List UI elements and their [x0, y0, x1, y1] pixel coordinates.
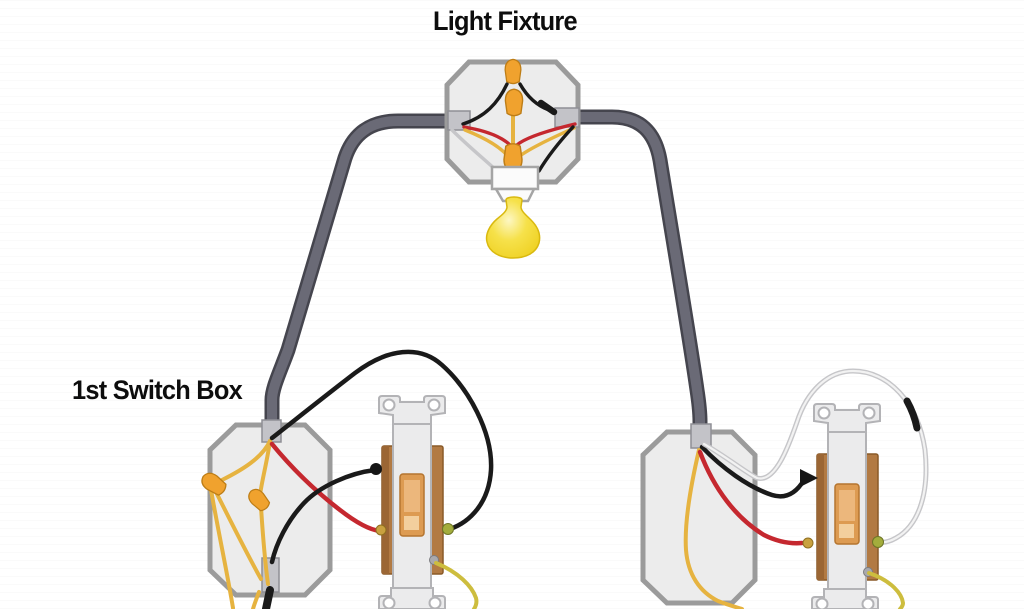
right-toggle-pale-block	[839, 524, 854, 538]
left-strap-hole-tl	[382, 398, 396, 412]
white-wire-black-mark	[903, 397, 921, 432]
left-switch-body-shade	[382, 446, 389, 574]
second-yellow-wire	[683, 448, 744, 609]
wire-nut-top	[504, 58, 522, 85]
right-switch-red-terminal	[802, 537, 814, 549]
left-toggle-pale-block	[404, 516, 419, 530]
fixture-black-wire-right	[537, 125, 575, 173]
conduit-right	[569, 109, 708, 445]
right-strap-hole-tr	[862, 406, 876, 420]
right-ground-wire	[867, 571, 906, 609]
left-ground-wire	[434, 561, 479, 609]
right-strap-hole-tl	[817, 406, 831, 420]
fixture-black-wire-left	[461, 82, 509, 126]
left-strap-hole-tr	[427, 398, 441, 412]
light-bulb	[485, 196, 541, 259]
first-box-yellow-4	[259, 505, 270, 586]
left-switch-red-terminal	[375, 524, 387, 536]
second-black-traveler	[699, 444, 807, 499]
light-fixture-assembly	[444, 58, 581, 259]
right-switch-body-shade	[817, 454, 824, 580]
first-switch-assembly	[201, 349, 494, 609]
right-strap-hole-br	[861, 597, 875, 609]
first-box-wire-nut-2	[248, 488, 271, 512]
conduit-right-core	[572, 112, 705, 442]
left-strap-hole-br	[428, 596, 442, 609]
left-toggle-highlight	[404, 480, 420, 512]
first-black-arc-over-switch	[269, 349, 494, 532]
lamp-holder-skirt	[493, 187, 537, 203]
right-switch-black-terminal	[800, 469, 818, 487]
first-box-yellow-3	[214, 490, 263, 581]
right-switch-common-terminal	[872, 536, 884, 548]
feed-yellow-bottom	[251, 590, 261, 609]
toggle-switch-left	[370, 395, 454, 609]
conduit-left-casing	[264, 113, 455, 442]
fixture-black-stub-tip	[537, 99, 558, 116]
toggle-switch-right	[800, 403, 884, 609]
left-strap-hole-bl	[382, 596, 396, 609]
left-switch-black-terminal	[370, 463, 382, 475]
left-switch-common-terminal	[442, 523, 454, 535]
feed-cable-bottom	[262, 586, 274, 609]
right-strap-hole-bl	[815, 597, 829, 609]
white-wire-loop-inner	[702, 369, 928, 544]
first-box-wire-nut-1	[201, 472, 227, 496]
light-fixture-label: Light Fixture	[433, 6, 578, 36]
first-black-to-bottom-clamp	[269, 467, 378, 565]
wire-nut-middle	[504, 88, 524, 117]
right-toggle-highlight	[839, 490, 855, 521]
first-box-yellow-5	[209, 488, 235, 609]
second-switch-box	[640, 429, 758, 606]
second-red-traveler	[697, 449, 805, 546]
conduit-left-core	[267, 116, 452, 439]
first-switch-box-label: 1st Switch Box	[72, 375, 243, 405]
conduit-left	[264, 113, 455, 442]
first-red-traveler	[269, 441, 383, 534]
lamp-holder	[490, 165, 540, 191]
left-switch-strap-bottom	[378, 587, 446, 609]
second-switch-assembly	[640, 368, 929, 609]
